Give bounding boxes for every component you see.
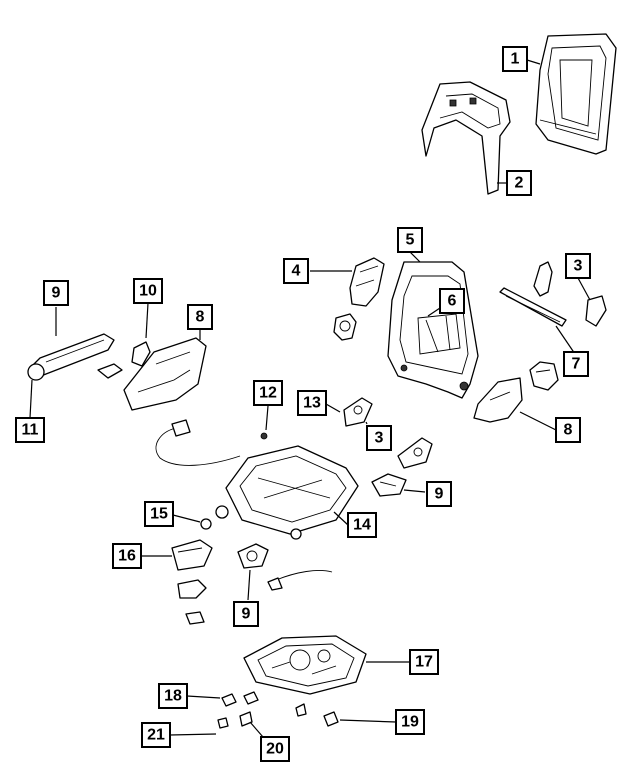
callout-17-label: 17 <box>415 654 433 671</box>
callout-19-label: 19 <box>401 714 419 731</box>
callout-5-label: 5 <box>406 232 415 249</box>
callout-14: 14 <box>347 512 377 538</box>
callout-10-label: 10 <box>139 283 157 300</box>
part-fasteners <box>217 691 339 729</box>
callout-4-label: 4 <box>292 263 301 280</box>
callout-9-left: 9 <box>43 280 69 306</box>
callout-14-label: 14 <box>353 517 371 534</box>
part-recliner-bracket <box>343 397 373 427</box>
callout-18-label: 18 <box>164 688 182 705</box>
part-side-shield-right <box>473 377 523 423</box>
callout-15: 15 <box>144 501 174 527</box>
part-side-trim <box>349 257 385 307</box>
callout-9-left-label: 9 <box>52 285 61 302</box>
part-control-module <box>171 539 213 625</box>
callout-11: 11 <box>15 417 45 443</box>
callout-9-right: 9 <box>426 481 452 507</box>
callout-18: 18 <box>158 683 188 709</box>
callout-8-right: 8 <box>555 417 581 443</box>
part-wire-harness <box>155 419 268 466</box>
callout-10: 10 <box>133 278 163 304</box>
part-back-side-panel <box>421 81 511 195</box>
callout-2: 2 <box>506 170 532 196</box>
callout-8-right-label: 8 <box>564 422 573 439</box>
part-cap-right <box>529 361 559 391</box>
part-seat-pan <box>243 635 367 695</box>
part-clip <box>97 341 151 379</box>
callout-12: 12 <box>253 380 283 406</box>
callout-11-label: 11 <box>22 422 39 439</box>
callout-19: 19 <box>395 709 425 735</box>
part-latch-assembly-right <box>371 473 407 497</box>
callout-3-upper: 3 <box>565 253 591 279</box>
callout-6-label: 6 <box>448 293 457 310</box>
callout-17: 17 <box>409 649 439 675</box>
callout-5: 5 <box>397 227 423 253</box>
part-latch-bracket <box>533 261 607 327</box>
part-seat-back-cover <box>535 33 617 155</box>
callout-3-upper-label: 3 <box>574 258 583 275</box>
callout-6: 6 <box>439 288 465 314</box>
callout-9-lower: 9 <box>233 601 259 627</box>
part-small-bracket <box>333 313 357 341</box>
callout-9-lower-label: 9 <box>242 606 251 623</box>
callout-13-label: 13 <box>303 395 321 412</box>
callout-12-label: 12 <box>259 385 277 402</box>
callout-20-label: 20 <box>266 741 284 758</box>
callout-3-lower: 3 <box>366 425 392 451</box>
part-cross-bar <box>499 287 567 327</box>
callout-21: 21 <box>141 722 171 748</box>
callout-21-label: 21 <box>147 727 165 744</box>
callout-13: 13 <box>297 390 327 416</box>
callout-4: 4 <box>283 258 309 284</box>
callout-15-label: 15 <box>150 506 168 523</box>
callout-3-lower-label: 3 <box>375 430 384 447</box>
callout-16: 16 <box>112 543 142 569</box>
callout-1-label: 1 <box>511 51 520 68</box>
callout-7-label: 7 <box>572 356 581 373</box>
part-seat-back-frame <box>387 261 479 399</box>
callout-20: 20 <box>260 736 290 762</box>
part-motor-assembly <box>237 543 333 591</box>
callout-8-left: 8 <box>187 304 213 330</box>
callout-1: 1 <box>502 46 528 72</box>
part-recliner-cover <box>397 437 433 469</box>
leader-lines <box>29 59 591 738</box>
part-seat-cushion-frame <box>215 445 359 540</box>
callout-2-label: 2 <box>515 175 524 192</box>
callout-8-left-label: 8 <box>196 309 205 326</box>
part-knob <box>200 518 212 530</box>
part-side-shield-left <box>123 337 207 411</box>
callout-16-label: 16 <box>118 548 136 565</box>
part-track-rail-left <box>27 333 115 381</box>
callout-9-right-label: 9 <box>435 486 444 503</box>
callout-7: 7 <box>563 351 589 377</box>
